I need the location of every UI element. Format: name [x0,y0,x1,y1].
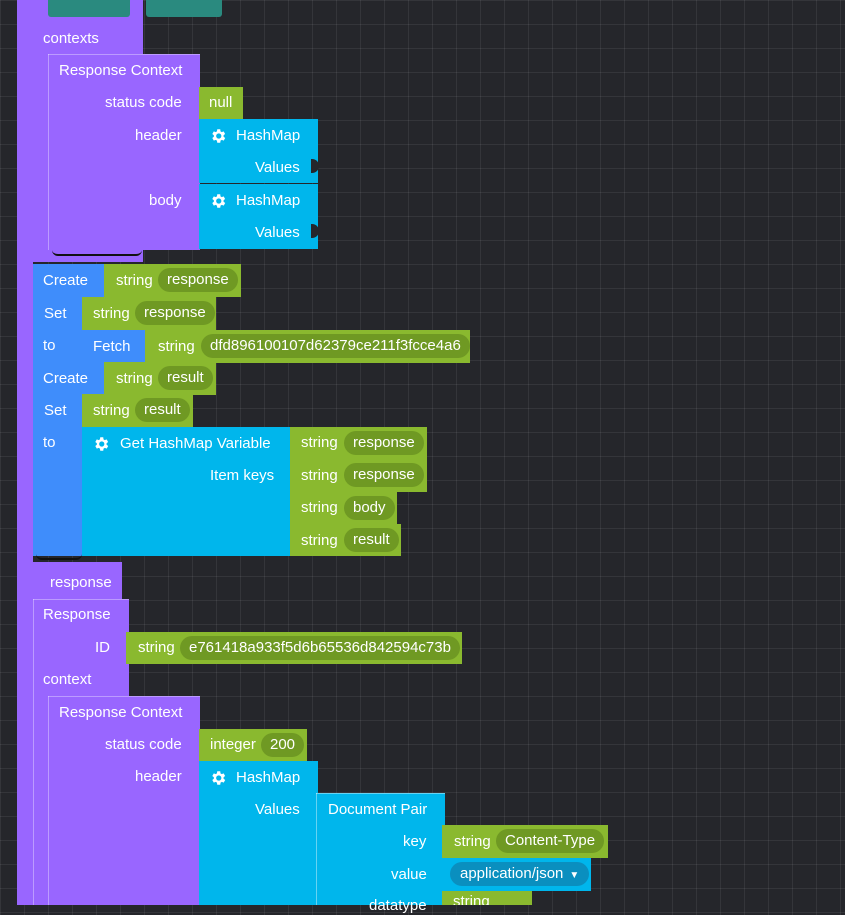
string-type-label: string [116,370,153,387]
string-value-field[interactable]: response [344,431,424,455]
string-block-datatype[interactable]: string [442,891,532,905]
string-type-label: string [301,532,338,549]
id-label: ID [95,639,110,656]
string-block-set-result[interactable]: string result [82,394,193,427]
response-context-title: Response Context [59,62,183,79]
create-label: Create [43,272,89,289]
value-label: value [391,866,427,883]
top-partial-block-right[interactable] [146,0,222,17]
null-label: null [209,94,233,111]
dropdown-value: application/json [460,865,564,882]
gear-icon[interactable] [209,127,227,145]
string-block-arg-2[interactable]: string response [290,459,427,492]
chevron-down-icon: ▼ [569,870,580,881]
string-block-create-response[interactable]: string response [104,264,241,297]
string-block-arg-4[interactable]: string result [290,524,401,556]
response-context-block-1[interactable] [48,54,200,250]
item-keys-label: Item keys [210,467,275,484]
string-type-label: string [93,305,130,322]
string-block-set-response[interactable]: string response [82,297,216,330]
string-block-create-result[interactable]: string result [104,362,216,395]
fetch-label: Fetch [93,338,131,355]
string-value-field[interactable]: response [158,268,238,292]
create-label: Create [43,370,89,387]
header-label: header [135,768,182,785]
values-label: Values [255,159,300,176]
status-code-label: status code [105,94,182,111]
null-value-block[interactable]: null [199,87,243,119]
string-value-field[interactable]: e761418a933f5d6b65536d842594c73b [180,636,460,660]
string-type-label: string [453,893,490,905]
content-type-dropdown[interactable]: application/json ▼ [450,862,590,886]
integer-block[interactable]: integer 200 [199,729,307,761]
statement-stack [33,264,83,556]
string-type-label: string [301,467,338,484]
values-input-slot[interactable] [311,224,319,238]
top-partial-block-left[interactable] [48,0,130,17]
string-type-label: string [93,402,130,419]
values-label: Values [255,801,300,818]
string-type-label: string [116,272,153,289]
string-type-label: string [138,639,175,656]
hashmap-block-body[interactable]: HashMap Values [199,184,319,249]
create-variable-block-2[interactable] [33,362,107,395]
string-value-field[interactable]: result [158,366,213,390]
document-pair-block[interactable]: Document Pair key value datatype [316,793,445,914]
gear-icon[interactable] [209,769,227,787]
to-label: to [43,434,56,451]
get-hashmap-variable-label: Get HashMap Variable [120,435,271,452]
values-input-slot[interactable] [311,159,319,173]
hashmap-label: HashMap [236,769,301,786]
response-context-title: Response Context [59,704,183,721]
string-value-field[interactable]: result [344,528,399,552]
outer-function-block[interactable] [17,0,33,905]
hashmap-label: HashMap [236,127,301,144]
string-value-field[interactable]: Content-Type [496,829,605,853]
body-label: body [149,192,182,209]
hashmap-label: HashMap [236,192,301,209]
datatype-label: datatype [369,897,427,914]
fetch-block[interactable]: Fetch [82,330,148,363]
set-label: Set [44,402,67,419]
statement-stack-footer [36,554,82,560]
string-value-field[interactable]: result [135,398,190,422]
status-code-label: status code [105,736,182,753]
string-value-field[interactable]: dfd896100107d62379ce211f3fcce4a6 [201,334,470,358]
values-label: Values [255,224,300,241]
string-type-label: string [301,434,338,451]
string-value-field[interactable]: response [344,463,424,487]
string-value-field[interactable]: body [344,496,395,520]
document-pair-label: Document Pair [328,801,428,818]
key-label: key [403,833,427,850]
hashmap-block-header[interactable]: HashMap Values [199,119,319,183]
hashmap-block-header-2[interactable]: HashMap Values [199,761,318,905]
integer-value-field[interactable]: 200 [261,733,305,757]
string-type-label: string [158,338,195,355]
header-label: header [135,127,182,144]
set-label: Set [44,305,67,322]
string-type-label: string [454,833,491,850]
gear-icon[interactable] [92,435,110,453]
to-label: to [43,337,56,354]
string-block-arg-3[interactable]: string body [290,492,397,524]
integer-type-label: integer [210,736,256,753]
content-type-dropdown-block[interactable]: application/json ▼ [442,858,591,891]
string-block-fetch-id[interactable]: string dfd896100107d62379ce211f3fcce4a6 [145,330,470,363]
string-type-label: string [301,499,338,516]
context-label: context [43,671,92,688]
string-block-response-id[interactable]: string e761418a933f5d6b65536d842594c73b [126,632,462,664]
response-context-block-2[interactable] [48,696,200,905]
string-block-key[interactable]: string Content-Type [442,825,608,858]
response-section-header[interactable] [33,562,122,600]
string-block-arg-1[interactable]: string response [290,427,427,459]
string-value-field[interactable]: response [135,301,215,325]
contexts-label: contexts [43,30,99,47]
response-block-title: Response [43,606,111,623]
get-hashmap-variable-block[interactable]: Get HashMap Variable Item keys [82,427,293,556]
response-section-label: response [50,574,112,591]
gear-icon[interactable] [209,192,227,210]
context-list-footer [52,250,142,256]
create-variable-block-1[interactable] [33,264,107,297]
